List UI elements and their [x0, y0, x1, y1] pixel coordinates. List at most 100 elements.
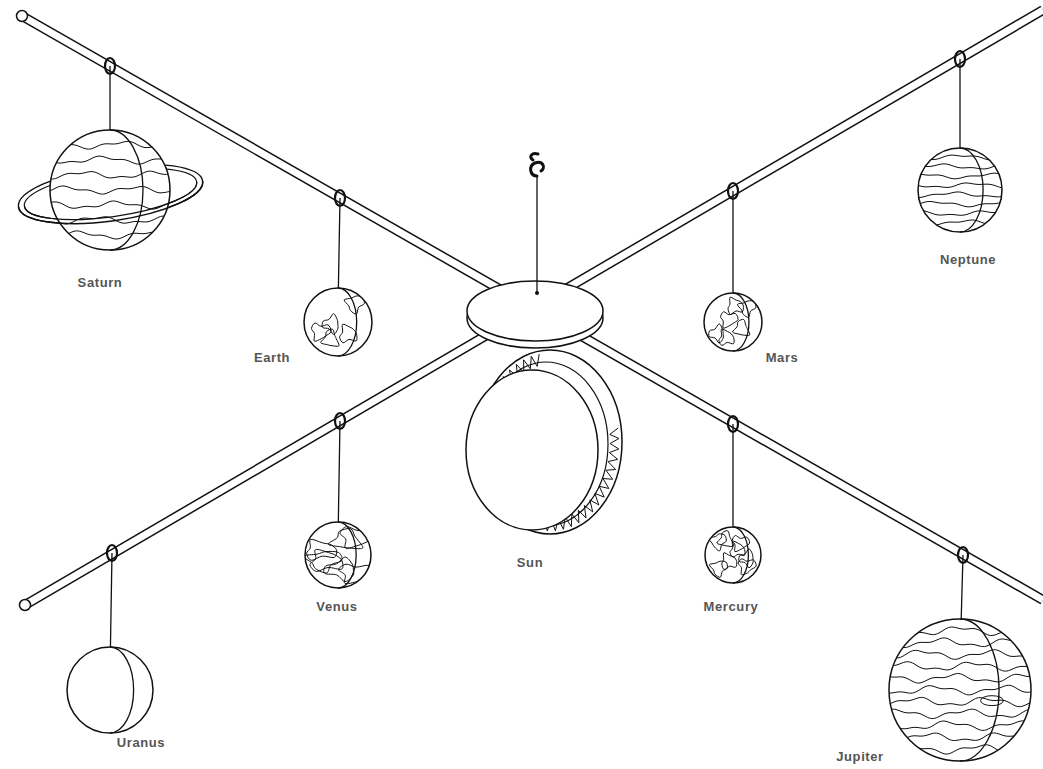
planet-band	[913, 183, 1003, 188]
hook-wire	[536, 175, 537, 292]
planet-seam	[733, 527, 748, 583]
planet-seam	[338, 522, 356, 588]
planet-band	[913, 155, 1003, 160]
planet-surface-mark	[340, 527, 377, 549]
planet-label: Uranus	[115, 735, 167, 751]
planet-band	[884, 709, 1034, 718]
planet-surface-mark	[728, 297, 743, 314]
rods	[17, 10, 1043, 611]
planet	[884, 619, 1034, 761]
planet-seam	[960, 148, 983, 232]
planet-label: Mercury	[702, 599, 761, 615]
saturn-ring-front	[18, 181, 206, 234]
planet-surface-mark	[717, 531, 734, 547]
planet-band	[884, 626, 1034, 636]
planet-sphere	[918, 148, 1002, 232]
planet-surface-mark	[322, 314, 338, 335]
planet	[705, 527, 761, 583]
planet-band	[884, 650, 1034, 660]
planet	[67, 647, 153, 733]
rod-fill	[25, 10, 1043, 605]
planet-seam	[960, 619, 999, 761]
planet-band	[45, 231, 171, 239]
planet-texture	[913, 155, 1003, 225]
ceiling-hook	[531, 154, 544, 176]
hanger-ring	[105, 58, 115, 74]
planet	[15, 130, 207, 250]
hub	[467, 154, 603, 348]
planet-surface-mark	[321, 329, 339, 346]
planet-sphere	[67, 647, 153, 733]
planet-sphere	[705, 527, 761, 583]
hub-top	[467, 281, 603, 341]
planet-band	[913, 201, 1003, 206]
hanger-ring	[335, 190, 345, 206]
planet-label: Neptune	[938, 252, 998, 268]
hanger-ring	[955, 51, 965, 67]
hanger-ring	[728, 416, 738, 432]
planet	[704, 293, 762, 351]
hanger-ring	[107, 545, 117, 561]
hanger-ring	[728, 183, 738, 199]
rod-end-cap	[17, 11, 28, 22]
planet-surface-mark	[709, 324, 724, 343]
rod-outline	[25, 10, 1043, 605]
planet-band	[884, 744, 1034, 754]
planet-band	[913, 164, 1003, 169]
planet-surface-mark	[719, 329, 734, 345]
planet-seam	[733, 293, 749, 351]
hook-knot	[535, 291, 539, 295]
planet-surface-mark	[339, 564, 375, 584]
planet-band	[45, 186, 171, 194]
planet-seam	[110, 647, 134, 733]
rod-end-cap	[20, 600, 31, 611]
planet	[304, 522, 378, 588]
planet-surface-mark	[311, 323, 331, 341]
saturn-ring-edge	[18, 181, 206, 234]
planet-band	[884, 638, 1034, 648]
planet	[913, 148, 1003, 232]
planet-texture	[45, 141, 171, 239]
planet-label: Venus	[314, 599, 359, 615]
planet-band	[45, 156, 171, 164]
great-red-spot	[981, 696, 1004, 706]
planet-surface-mark	[722, 553, 737, 570]
planet-label: Saturn	[76, 275, 125, 291]
hanging-string	[732, 424, 733, 544]
planet-surface-mark	[708, 534, 726, 551]
planet-band	[913, 173, 1003, 179]
planet-band	[884, 685, 1034, 695]
planet-label: Jupiter	[834, 749, 886, 765]
planet	[304, 288, 372, 356]
planets	[15, 130, 1034, 761]
planet-surface-mark	[737, 301, 756, 318]
planet-label: Sun	[515, 555, 545, 571]
planet-band	[45, 201, 171, 209]
planet-band	[45, 141, 171, 149]
planet-seam	[110, 130, 143, 250]
hanger-ring	[335, 413, 345, 429]
saturn-ring-edge	[24, 182, 199, 229]
planet-label: Mars	[764, 350, 801, 366]
planet-band	[913, 192, 1003, 198]
planet-band	[913, 220, 1003, 226]
planet-band	[884, 733, 1034, 743]
planet-texture	[884, 626, 1034, 754]
sun-figure	[466, 350, 622, 534]
hangers	[105, 51, 968, 673]
planet-band	[884, 674, 1034, 684]
planet-seam	[338, 288, 357, 356]
hanger-ring	[958, 547, 968, 563]
planet-surface-mark	[739, 549, 753, 568]
planet-sphere	[305, 522, 371, 588]
planet-sphere	[704, 293, 762, 351]
planet-band	[884, 721, 1034, 731]
sun-front-disk	[466, 370, 598, 530]
planet-band	[45, 171, 171, 179]
planet-label: Earth	[252, 350, 292, 366]
planet-band	[884, 697, 1034, 707]
planet-texture	[304, 527, 378, 584]
planet-band	[913, 211, 1003, 216]
